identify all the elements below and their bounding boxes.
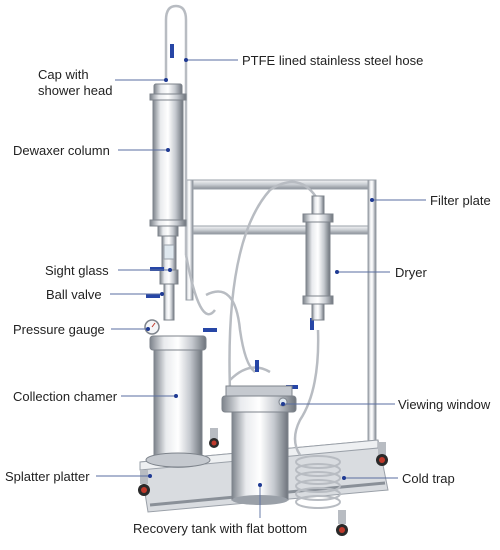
label-cap-line2: shower head — [38, 83, 113, 98]
label-cold-trap: Cold trap — [402, 471, 455, 486]
label-pressure-gauge: Pressure gauge — [13, 322, 105, 337]
leader-dryer — [335, 270, 390, 274]
label-ball-valve: Ball valve — [46, 287, 102, 302]
label-sight-glass: Sight glass — [45, 263, 109, 278]
leader-recovery-tank — [258, 483, 262, 518]
leader-sight-glass — [118, 268, 172, 272]
leader-ball-valve — [110, 292, 164, 296]
splatter-platter — [145, 452, 211, 468]
chamber-body — [153, 349, 203, 463]
leader-cold-trap — [342, 476, 398, 480]
leader-splatter-platter — [96, 474, 152, 478]
leader-viewing-window — [281, 402, 395, 406]
valve-handle-icon — [255, 360, 259, 372]
frame-right-upright — [367, 179, 377, 481]
collection-chamber — [145, 335, 211, 468]
label-collection-chamber: Collection chamer — [13, 389, 118, 404]
dryer-outlet-hose — [293, 329, 320, 456]
dryer-body — [305, 221, 331, 297]
frame-mid-rail — [185, 225, 377, 235]
leader-cap — [115, 78, 168, 82]
label-cap-line1: Cap with — [38, 67, 89, 82]
callout-leaders — [96, 58, 426, 518]
dewaxer-column — [149, 83, 187, 321]
label-dryer: Dryer — [395, 265, 427, 280]
caster-icon — [376, 442, 388, 466]
leader-filter-plate — [370, 198, 426, 202]
dryer — [302, 195, 334, 321]
valve-handle-icon — [146, 294, 160, 298]
casters — [138, 428, 388, 536]
label-splatter-platter: Splatter platter — [5, 469, 90, 484]
label-ptfe-hose: PTFE lined stainless steel hose — [242, 53, 424, 68]
valve-handle-icon — [310, 318, 314, 330]
dryer-inlet-hose — [228, 180, 320, 391]
pressure-gauge-icon — [144, 319, 160, 335]
leader-collection-chamber — [121, 394, 178, 398]
caster-icon — [138, 470, 150, 496]
valve-handle-icon — [150, 267, 164, 271]
ptfe-hoses — [164, 4, 320, 456]
label-dewaxer-column: Dewaxer column — [13, 143, 110, 158]
leader-dewaxer-column — [118, 148, 170, 152]
cold-trap-coil — [295, 455, 341, 509]
label-viewing-window: Viewing window — [398, 397, 491, 412]
leader-ptfe-hose — [184, 58, 238, 62]
valve-handle-icon — [170, 44, 174, 58]
caster-icon — [336, 510, 348, 536]
label-filter-plate: Filter plate — [430, 193, 491, 208]
recovery-tank — [221, 385, 297, 505]
leader-pressure-gauge — [111, 327, 150, 331]
caster-icon — [209, 428, 219, 448]
column-body — [152, 99, 184, 221]
top-hose — [164, 4, 188, 255]
label-recovery-tank: Recovery tank with flat bottom — [133, 521, 308, 536]
valve-handle-icon — [203, 328, 217, 332]
